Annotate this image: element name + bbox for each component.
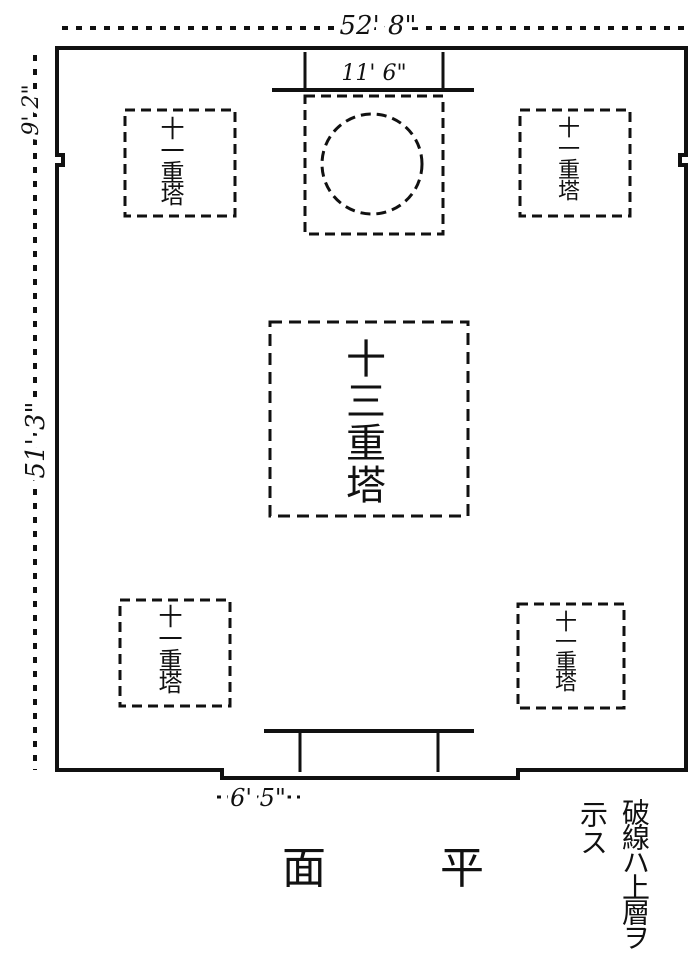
tower-box-bottom-right (516, 602, 626, 710)
tower-label-bottom-right: 十一重塔 (551, 610, 576, 690)
outer-wall (55, 46, 688, 780)
top-opening-label: 11' 6" (341, 61, 406, 86)
left-dimension-label: 51' 3" (21, 402, 51, 479)
top-dimension-label: 52' 8" (340, 11, 417, 41)
tower-label-bottom-left: 十一重塔 (154, 604, 182, 692)
note-column-1: 破線ハ上層ヲ (618, 798, 651, 948)
tower-box-center (268, 320, 470, 518)
tower-label-center: 十三重塔 (339, 338, 385, 506)
title-char-right: 平 (440, 843, 484, 894)
left-small-dimension-label: 9' 2" (19, 84, 44, 135)
tower-box-top-left (123, 108, 237, 218)
upper-center-dashed-box (303, 94, 445, 236)
title-char-left: 面 (282, 843, 326, 894)
tower-label-top-right: 十一重塔 (554, 116, 579, 200)
note-column-2: 示ス (576, 800, 609, 856)
upper-center-dashed-circle (320, 112, 424, 216)
tower-box-top-right (518, 108, 632, 218)
bottom-offset-label: 6' 5" (230, 784, 286, 812)
tower-label-top-left: 十一重塔 (156, 116, 184, 204)
tower-box-bottom-left (118, 598, 232, 708)
